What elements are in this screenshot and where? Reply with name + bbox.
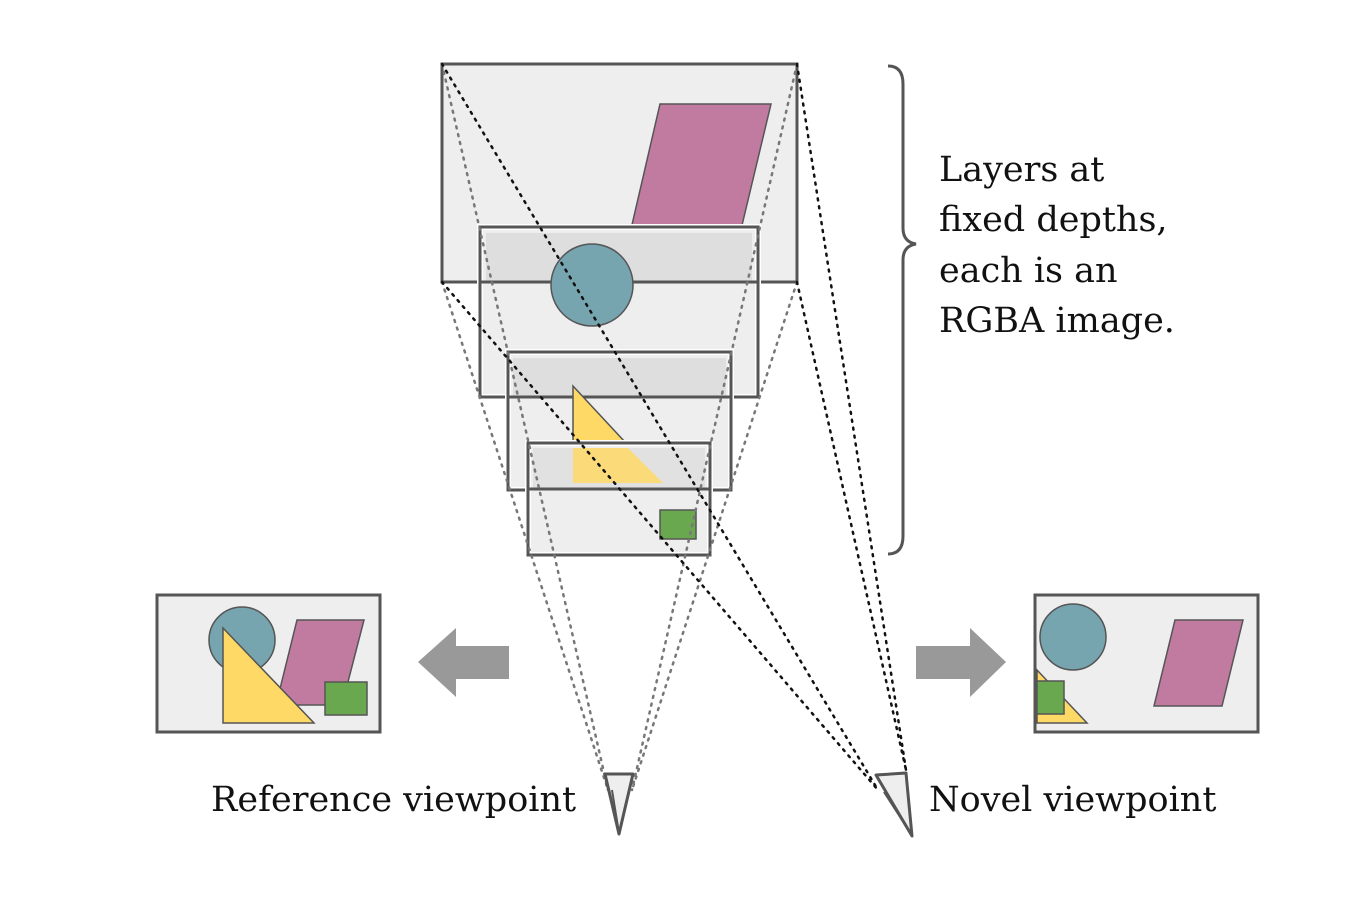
layers-caption-line-1: Layers at <box>939 150 1105 190</box>
left-arrow-icon <box>418 628 509 697</box>
novel-viewpoint-label: Novel viewpoint <box>929 780 1217 820</box>
novel-rays <box>440 62 908 792</box>
novel-camera-icon <box>874 771 914 838</box>
reference-viewpoint-label: Reference viewpoint <box>211 780 577 820</box>
layers-caption-line-3: each is an <box>939 251 1118 291</box>
layers-caption-line-2: fixed depths, <box>939 200 1168 240</box>
depth-plane-4 <box>525 440 713 558</box>
reference-camera-icon <box>603 772 635 836</box>
novel-render-image <box>1033 593 1260 734</box>
reference-render-image <box>155 593 382 734</box>
reference-rays <box>440 62 799 792</box>
circle-shape <box>550 243 634 327</box>
layers-caption-line-4: RGBA image. <box>939 301 1175 341</box>
layers-bracket <box>887 64 917 556</box>
right-arrow-icon <box>916 628 1006 697</box>
